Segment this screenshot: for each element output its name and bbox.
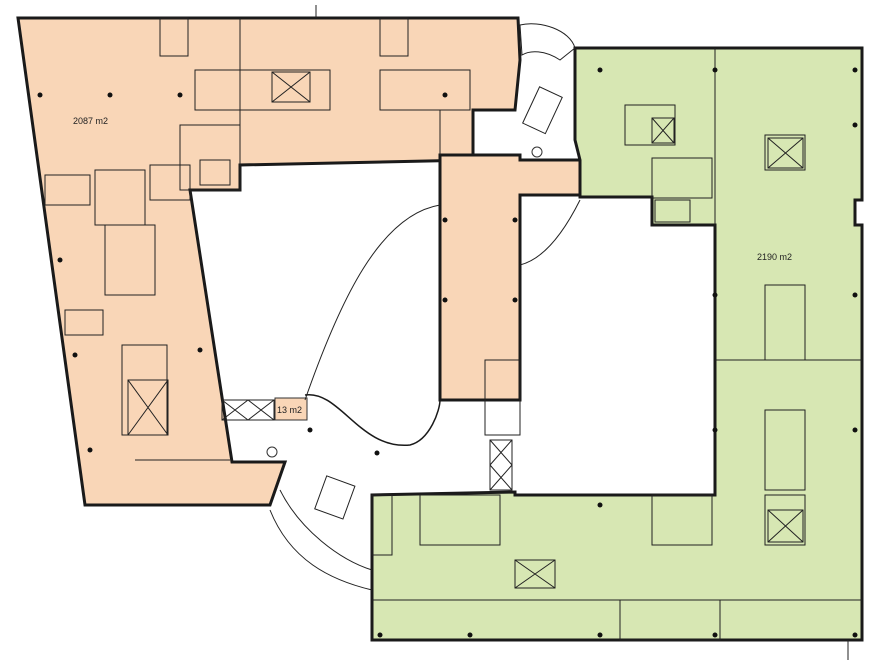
atrium-curve [304, 204, 441, 401]
small-room-area-label: 13 m2 [277, 405, 302, 415]
small-room [274, 397, 308, 421]
central-strip [438, 153, 582, 402]
stairs [199, 86, 691, 520]
east-wing-area-label: 2190 m2 [757, 252, 792, 262]
entrance-curve-outer [269, 509, 373, 591]
atrium-balcony [304, 394, 441, 446]
entrance-curve [279, 489, 373, 571]
stair-curve [519, 23, 576, 61]
east-wing [370, 46, 864, 642]
west-wing-area-label: 2087 m2 [73, 116, 108, 126]
columns [37, 67, 858, 638]
shaft-x-marks [127, 71, 804, 589]
east-curve [519, 199, 581, 266]
west-partitions [44, 17, 521, 461]
